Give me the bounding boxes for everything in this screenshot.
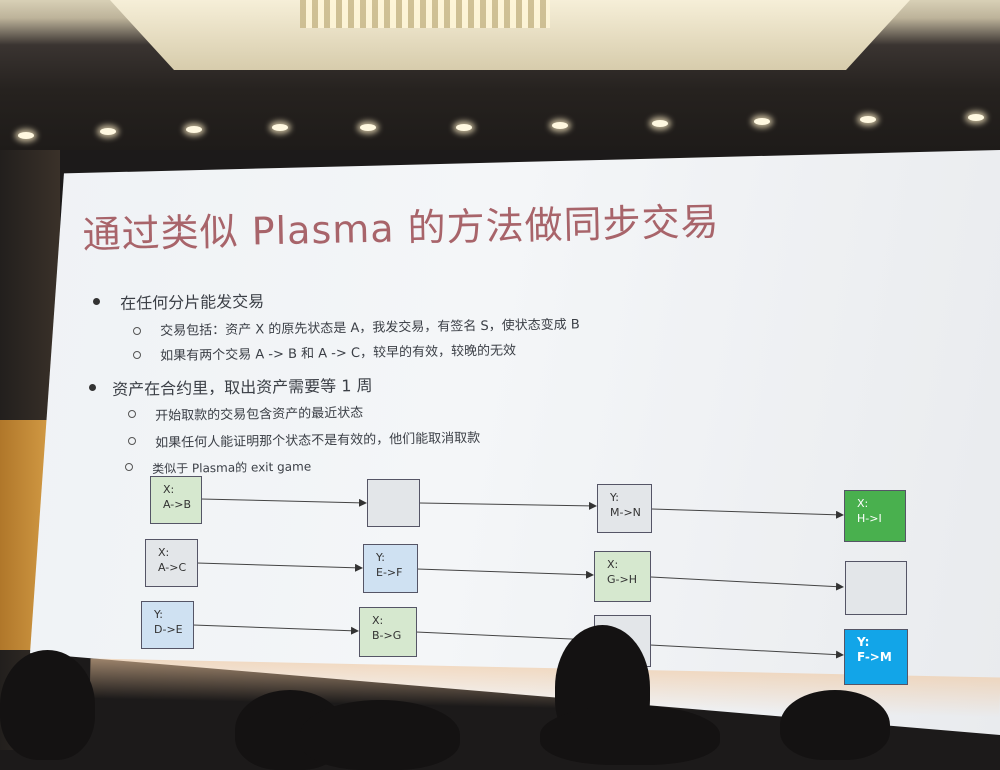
ceiling-light: [552, 122, 568, 129]
node-asset: X:: [158, 546, 170, 559]
audience-head: [540, 705, 720, 765]
node-asset: Y:: [376, 551, 385, 564]
arrow: [196, 562, 363, 572]
state-node-final: Y: F->M: [844, 629, 908, 685]
ceiling-light: [100, 128, 116, 135]
node-asset: X:: [857, 497, 869, 510]
chandelier: [300, 0, 550, 28]
ceiling-light: [272, 124, 288, 131]
node-transition: M->N: [610, 506, 641, 519]
ceiling-light: [968, 114, 984, 121]
arrow: [200, 498, 367, 507]
node-transition: D->E: [154, 623, 183, 636]
ceiling-light: [18, 132, 34, 139]
arrow: [419, 501, 597, 510]
state-node-final: X: H->I: [844, 490, 906, 542]
arrow: [415, 631, 594, 644]
node-asset: Y:: [857, 635, 870, 649]
state-node: X: A->B: [150, 476, 202, 524]
state-node: [367, 479, 420, 527]
node-asset: Y:: [610, 491, 619, 504]
sub-bullet-ring: [128, 437, 136, 445]
audience-head: [300, 700, 460, 770]
state-node: X: A->C: [145, 539, 198, 587]
ceiling-light: [186, 126, 202, 133]
arrow: [650, 576, 844, 591]
node-transition: A->B: [163, 498, 192, 511]
ceiling-light: [754, 118, 770, 125]
state-node: Y: E->F: [363, 544, 418, 593]
ceiling-light: [652, 120, 668, 127]
state-node: X: G->H: [594, 551, 651, 602]
arrow: [651, 508, 844, 519]
node-transition: B->G: [372, 629, 402, 642]
state-node: [845, 561, 907, 615]
state-node: Y: D->E: [141, 601, 194, 649]
state-node: Y: M->N: [597, 484, 652, 533]
node-asset: X:: [372, 614, 384, 627]
node-transition: A->C: [158, 561, 187, 574]
bullet-dot: [89, 384, 96, 391]
arrow: [649, 644, 844, 659]
node-transition: G->H: [607, 573, 637, 586]
state-node: X: B->G: [359, 607, 417, 657]
ceiling-light: [456, 124, 472, 131]
sub-bullet-ring: [128, 410, 136, 418]
node-transition: F->M: [857, 650, 892, 664]
sub-bullet-ring: [133, 351, 141, 359]
node-transition: E->F: [376, 566, 403, 579]
diagram-arrows: [192, 498, 844, 659]
sub-bullet-ring: [125, 463, 133, 471]
ceiling-light: [360, 124, 376, 131]
node-asset: X:: [163, 483, 175, 496]
node-asset: X:: [607, 558, 619, 571]
sub-bullet-ring: [133, 327, 141, 335]
arrow: [192, 624, 359, 635]
node-transition: H->I: [857, 512, 882, 525]
audience-head: [780, 690, 890, 760]
audience-head: [0, 650, 95, 760]
node-asset: Y:: [154, 608, 163, 621]
arrow: [416, 568, 594, 579]
bullet-dot: [93, 298, 100, 305]
ceiling-light: [860, 116, 876, 123]
